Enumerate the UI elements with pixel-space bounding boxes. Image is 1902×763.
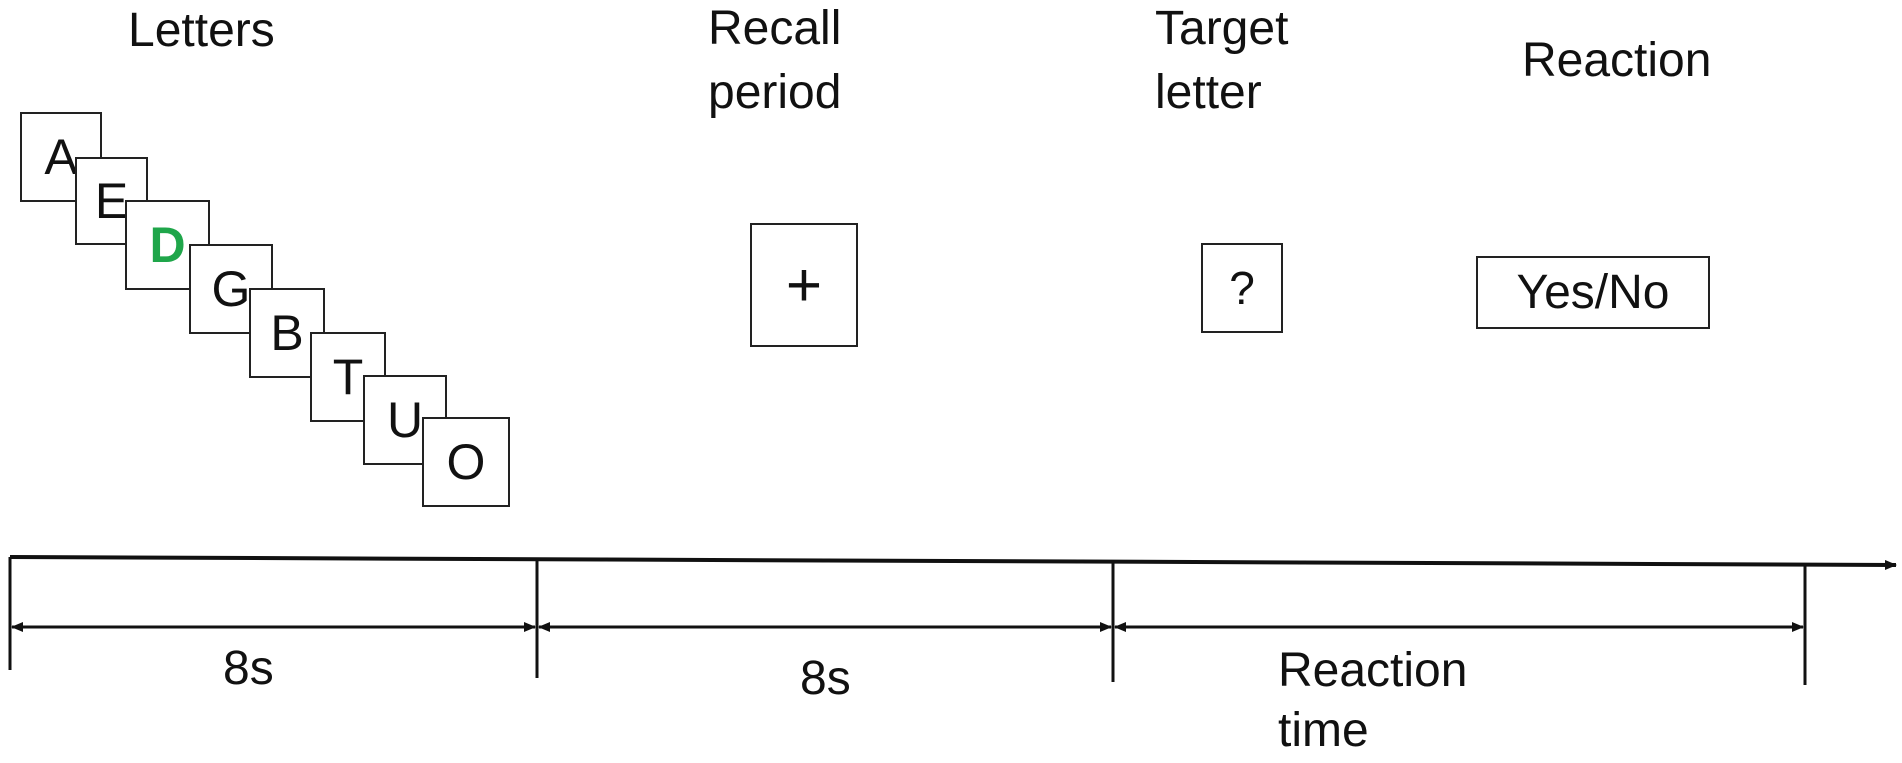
letter-text: E	[94, 173, 129, 229]
response-box: Yes/No	[1476, 256, 1710, 329]
recall-stage-label-line1: Recall	[708, 2, 842, 55]
reaction-time-label-line2: time	[1278, 704, 1369, 757]
letter-text-highlighted: D	[149, 217, 186, 273]
target-box: ?	[1201, 243, 1283, 333]
letter-card: O	[422, 417, 510, 507]
fixation-cross: +	[785, 250, 823, 320]
fixation-box: +	[750, 223, 858, 347]
recall-stage-label-line2: period	[708, 66, 842, 119]
letter-text: U	[386, 392, 424, 448]
letters-duration-label: 8s	[223, 642, 274, 695]
reaction-time-label-line1: Reaction	[1278, 644, 1468, 697]
recall-duration-label: 8s	[800, 652, 851, 705]
letter-text: B	[270, 305, 304, 361]
target-stage-label-line2: letter	[1155, 66, 1262, 119]
letter-text: T	[332, 349, 364, 405]
target-question-mark: ?	[1229, 262, 1255, 314]
letter-text: O	[446, 434, 486, 490]
reaction-stage-label: Reaction	[1522, 34, 1712, 87]
letter-card: B	[249, 288, 325, 378]
letters-stage-label: Letters	[128, 4, 275, 57]
target-stage-label-line1: Target	[1155, 2, 1289, 55]
time-axis-arrow	[9, 555, 1897, 570]
letter-text: G	[211, 261, 251, 317]
letter-text: A	[44, 129, 78, 185]
response-options: Yes/No	[1516, 266, 1670, 319]
